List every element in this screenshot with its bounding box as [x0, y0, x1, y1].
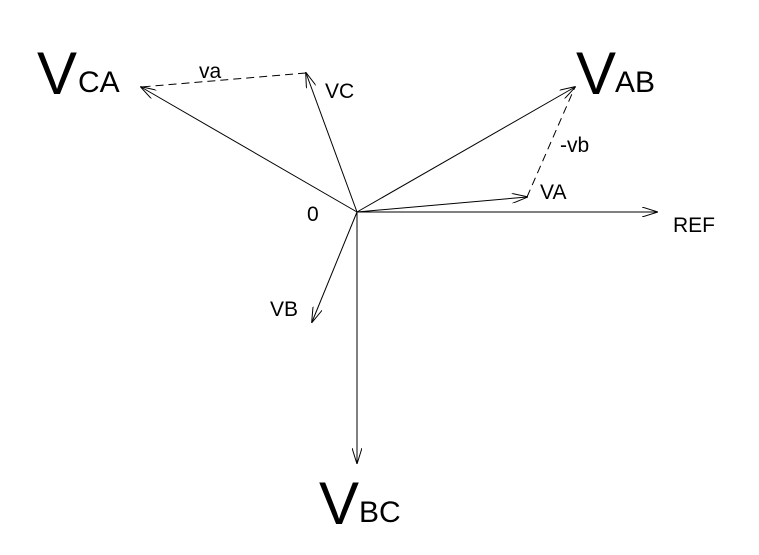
vab-vector: [356, 87, 575, 213]
va-dashed-label: va: [199, 60, 222, 83]
vca-label-sub: CA: [78, 66, 120, 99]
vbc-label-main: V: [319, 470, 359, 537]
neg-vb-dashed-label: -vb: [560, 134, 589, 157]
vc-label: VC: [325, 80, 354, 103]
vb-vector: [312, 211, 358, 322]
vab-label-main: V: [576, 40, 616, 107]
vca-vector: [141, 87, 358, 213]
reference-label: REF: [673, 214, 715, 237]
vab-label-sub: AB: [615, 66, 655, 99]
neg-vb-dashed-construction: [526, 86, 576, 198]
origin-label: 0: [307, 203, 319, 226]
vbc-label-sub: BC: [359, 496, 401, 529]
vb-label: VB: [270, 298, 298, 321]
vc-vector: [306, 73, 358, 213]
vca-label-main: V: [37, 40, 77, 107]
va-dashed-construction: [140, 72, 307, 88]
va-label: VA: [540, 181, 566, 204]
va-vector: [356, 197, 527, 213]
